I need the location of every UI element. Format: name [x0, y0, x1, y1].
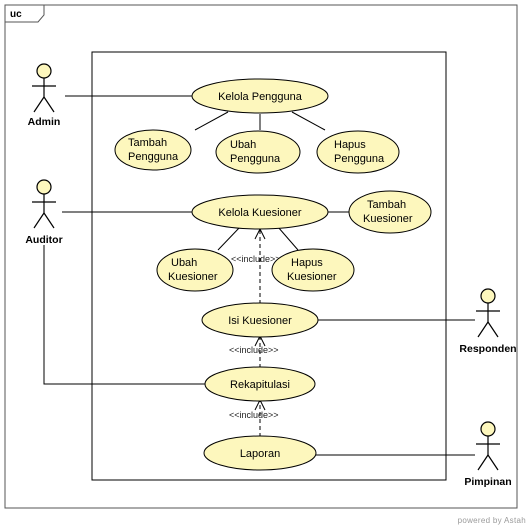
- usecase-hapus-kuesioner: Hapus Kuesioner: [271, 248, 355, 292]
- actor-pimpinan: Pimpinan: [464, 421, 512, 488]
- stick-figure-icon: [476, 288, 500, 338]
- include-label-1: <<include>>: [231, 254, 281, 264]
- usecase-label: Isi Kuesioner: [228, 315, 292, 327]
- usecase-label-line2: Pengguna: [230, 153, 281, 165]
- usecase-kelola-kuesioner: Kelola Kuesioner: [191, 194, 329, 230]
- usecase-rekapitulasi: Rekapitulasi: [204, 366, 316, 402]
- usecase-tambah-pengguna: Tambah Pengguna: [114, 129, 192, 171]
- usecase-label-line2: Kuesioner: [168, 271, 218, 283]
- usecase-label-line1: Hapus: [334, 139, 366, 151]
- usecase-label: Kelola Kuesioner: [218, 207, 302, 219]
- actor-label: Responden: [459, 343, 516, 355]
- usecase-label-line2: Kuesioner: [287, 271, 337, 283]
- stick-figure-icon: [32, 179, 56, 229]
- usecase-label-line1: Ubah: [230, 139, 256, 151]
- usecase-label: Laporan: [240, 448, 280, 460]
- frame-label: uc: [10, 9, 22, 20]
- stick-figure-icon: [476, 421, 500, 471]
- usecase-label-line1: Tambah: [128, 137, 167, 149]
- actor-label: Pimpinan: [464, 476, 511, 488]
- usecase-ubah-pengguna: Ubah Pengguna: [215, 130, 301, 174]
- actor-auditor: Auditor: [25, 179, 63, 246]
- usecase-hapus-pengguna: Hapus Pengguna: [316, 130, 400, 174]
- usecase-label-line1: Tambah: [367, 199, 406, 211]
- frame-tab: [5, 5, 45, 23]
- actor-label: Admin: [28, 116, 61, 128]
- assoc-auditor-rekapitulasi: [43, 245, 205, 385]
- actor-responden: Responden: [459, 288, 517, 355]
- actor-label: Auditor: [25, 234, 62, 246]
- link-kelola-ubah-kuesioner: [217, 226, 241, 251]
- actor-admin: Admin: [28, 63, 61, 128]
- usecase-label-line1: Hapus: [291, 257, 323, 269]
- stick-figure-icon: [32, 63, 56, 113]
- usecase-laporan: Laporan: [203, 435, 317, 471]
- system-boundary: [91, 51, 447, 481]
- usecase-label: Rekapitulasi: [230, 379, 290, 391]
- usecase-label-line2: Kuesioner: [363, 213, 413, 225]
- include-label-3: <<include>>: [229, 410, 279, 420]
- usecase-label-line2: Pengguna: [334, 153, 385, 165]
- include-label-2: <<include>>: [229, 345, 279, 355]
- link-kelola-hapus-kuesioner: [277, 226, 299, 251]
- watermark: powered by Astah: [458, 516, 526, 525]
- link-kelola-tambah-pengguna: [194, 111, 229, 131]
- usecase-label-line1: Ubah: [171, 257, 197, 269]
- link-kelola-hapus-pengguna: [291, 111, 326, 131]
- usecase-isi-kuesioner: Isi Kuesioner: [201, 302, 319, 338]
- usecase-tambah-kuesioner: Tambah Kuesioner: [348, 190, 432, 234]
- usecase-ubah-kuesioner: Ubah Kuesioner: [156, 248, 234, 292]
- usecase-label-line2: Pengguna: [128, 151, 179, 163]
- usecase-label: Kelola Pengguna: [218, 91, 303, 103]
- usecase-kelola-pengguna: Kelola Pengguna: [191, 78, 329, 114]
